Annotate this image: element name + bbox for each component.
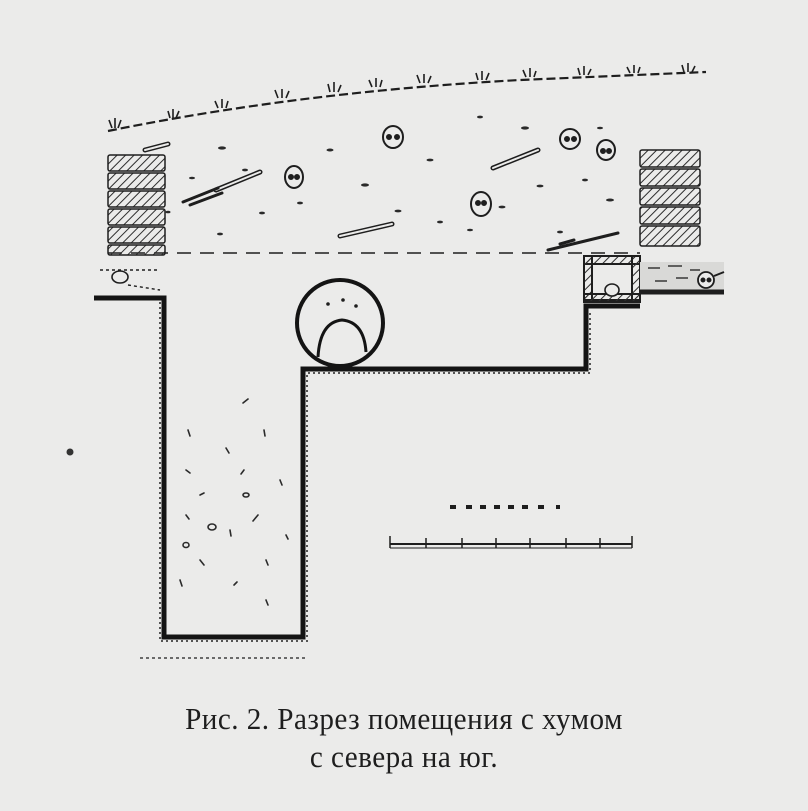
- stray-mark: [66, 448, 74, 456]
- figure-caption: Рис. 2. Разрез помещения с хумом с север…: [0, 700, 808, 776]
- skulls: [284, 125, 616, 217]
- skull-4: [284, 165, 304, 189]
- bone-3: [213, 169, 263, 193]
- bone-4: [181, 186, 224, 207]
- left-wall-bricks: [107, 154, 166, 256]
- skull-1: [382, 125, 404, 149]
- brick-niche: [583, 255, 641, 303]
- bones: [142, 141, 620, 252]
- bone-5: [142, 141, 171, 153]
- caption-line-2: с севера на юг.: [309, 739, 499, 774]
- skull-2: [559, 128, 581, 150]
- bone-6: [546, 231, 620, 252]
- skull-ledge: [697, 271, 715, 289]
- fill-debris: [165, 115, 614, 236]
- pit-profile-shading: [159, 302, 591, 642]
- pit-fill-debris: [179, 398, 289, 606]
- left-upper-lip: [100, 269, 161, 291]
- scale-bar: [389, 505, 633, 549]
- caption-line-1: Рис. 2. Разрез помещения с хумом: [185, 701, 623, 736]
- skull-5: [470, 191, 492, 217]
- khum-jar: [295, 278, 385, 368]
- right-upper-ledge: [640, 262, 725, 295]
- bone-2: [337, 221, 395, 239]
- skull-3: [596, 139, 616, 161]
- ground-surface: [107, 63, 707, 133]
- section-drawing: [66, 63, 725, 659]
- right-wall-bricks: [639, 149, 701, 247]
- bone-1: [490, 147, 541, 171]
- pit-profile: [94, 295, 640, 640]
